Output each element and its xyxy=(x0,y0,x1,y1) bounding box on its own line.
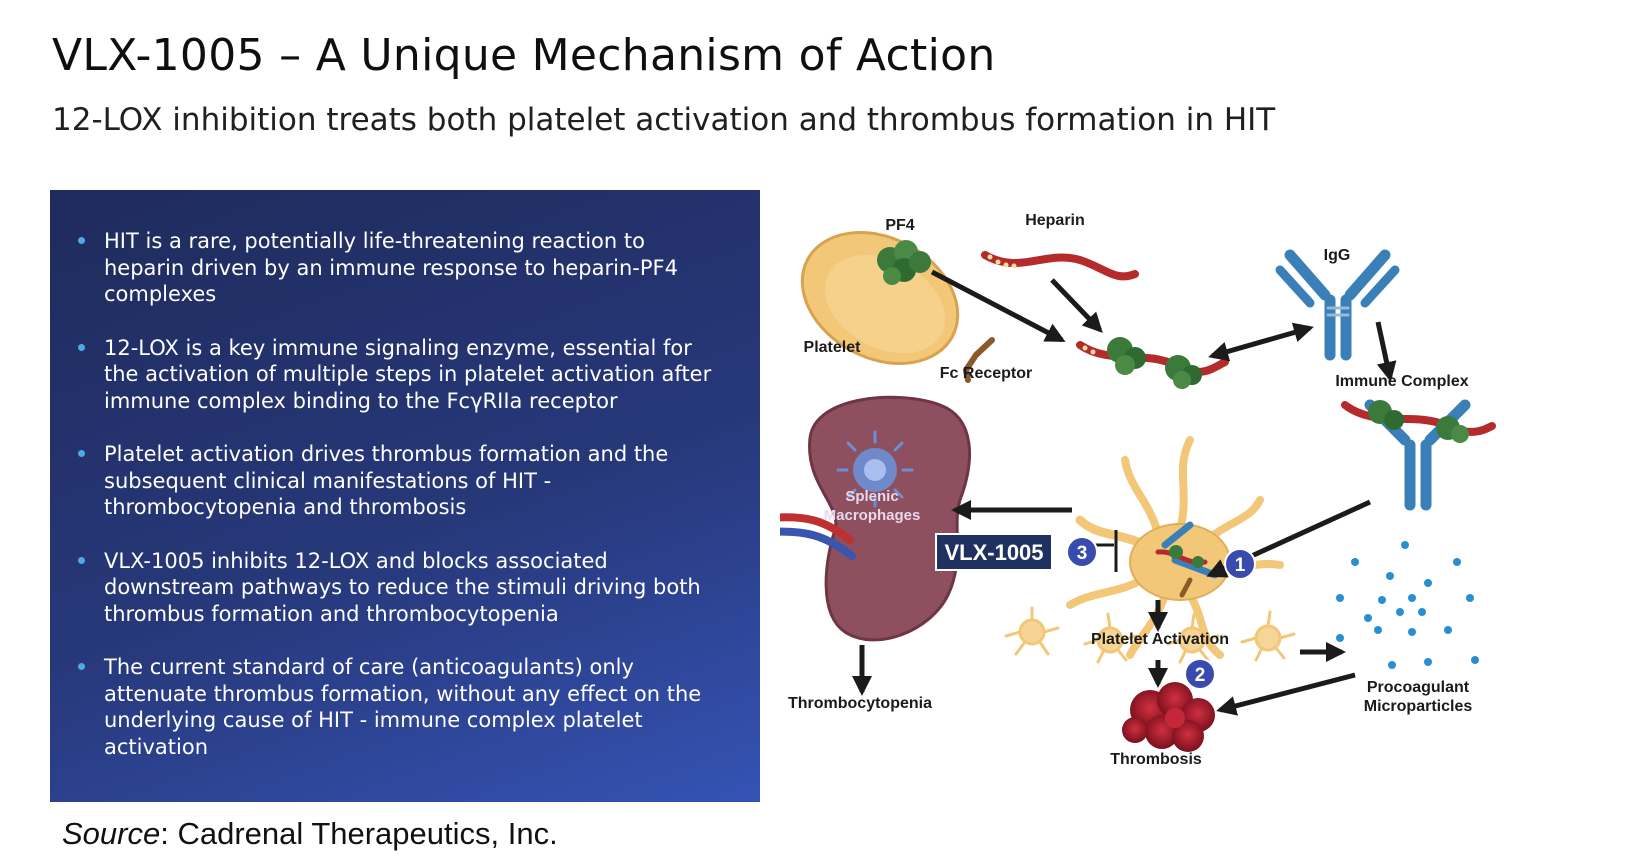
source-note: Source: Cadrenal Therapeutics, Inc. xyxy=(62,816,558,852)
source-label: Source xyxy=(62,816,161,851)
label-thrombosis: Thrombosis xyxy=(1110,751,1202,768)
bullet-dot-icon xyxy=(78,663,85,670)
label-heparin: Heparin xyxy=(1025,212,1085,229)
step-badge-2: 2 xyxy=(1184,658,1216,690)
heparin-chain-icon xyxy=(981,251,1139,281)
label-microparticles: Microparticles xyxy=(1364,698,1473,715)
mechanism-diagram: VLX-1005 1 2 3 PF4 Heparin IgG Platelet … xyxy=(780,212,1496,768)
activated-platelets-row xyxy=(1004,606,1296,664)
page-subtitle: 12-LOX inhibition treats both platelet a… xyxy=(52,102,1276,138)
step-number: 1 xyxy=(1235,555,1246,576)
arrow-pf4-to-complex xyxy=(930,269,1066,343)
key-point: VLX-1005 inhibits 12-LOX and blocks asso… xyxy=(78,548,726,628)
step-badge-1: 1 xyxy=(1224,548,1256,580)
vlx-1005-text: VLX-1005 xyxy=(944,540,1043,565)
label-splenic: Splenic xyxy=(845,488,898,505)
label-thrombocytopenia: Thrombocytopenia xyxy=(788,695,932,712)
label-macrophages: Macrophages xyxy=(824,507,921,524)
label-pf4: PF4 xyxy=(885,217,914,234)
fc-receptor-icon xyxy=(962,337,995,383)
arrow-microparticles-to-thrombosis xyxy=(1216,672,1356,716)
step-number: 2 xyxy=(1195,665,1206,686)
bullet-dot-icon xyxy=(78,237,85,244)
bullet-dot-icon xyxy=(78,556,85,564)
key-point: HIT is a rare, potentially life-threaten… xyxy=(78,228,726,308)
immune-complex-icon xyxy=(1341,399,1496,511)
label-fc-receptor: Fc Receptor xyxy=(940,365,1032,382)
key-point: Platelet activation drives thrombus form… xyxy=(78,441,726,521)
arrow-complex-igg-binding xyxy=(1208,322,1314,362)
igg-antibody-icon xyxy=(1275,249,1400,361)
key-point-text: 12-LOX is a key immune signaling enzyme,… xyxy=(104,335,712,413)
key-point-text: HIT is a rare, potentially life-threaten… xyxy=(104,229,678,306)
heparin-pf4-complex-icon xyxy=(1076,337,1229,389)
bullet-dot-icon xyxy=(78,343,85,351)
splenic-macrophage-icon xyxy=(836,430,914,508)
key-points-list: HIT is a rare, potentially life-threaten… xyxy=(78,228,726,760)
small-platelet-icon xyxy=(1240,610,1296,662)
small-platelet-icon xyxy=(1166,612,1220,664)
bullet-dot-icon xyxy=(78,450,85,457)
vlx-1005-label: VLX-1005 xyxy=(935,533,1053,571)
small-platelet-icon xyxy=(1004,606,1060,656)
arrow-igg-to-immune-complex xyxy=(1375,321,1397,382)
step-number: 3 xyxy=(1077,543,1088,564)
pf4-cluster-icon xyxy=(877,240,931,285)
platelet-illustration xyxy=(800,231,960,365)
label-platelet-activation: Platelet Activation xyxy=(1091,631,1229,648)
key-point-text: VLX-1005 inhibits 12-LOX and blocks asso… xyxy=(104,548,701,626)
source-text: : Cadrenal Therapeutics, Inc. xyxy=(160,816,558,851)
key-point: The current standard of care (anticoagul… xyxy=(78,654,726,760)
thrombus-illustration xyxy=(1122,682,1215,752)
label-platelet: Platelet xyxy=(804,339,862,356)
key-points-panel: HIT is a rare, potentially life-threaten… xyxy=(50,190,760,802)
key-point-text: Platelet activation drives thrombus form… xyxy=(104,442,669,519)
small-platelet-icon xyxy=(1083,612,1138,664)
arrow-heparin-to-complex xyxy=(1050,278,1103,333)
label-procoagulant: Procoagulant xyxy=(1367,679,1470,696)
pathway-arrows xyxy=(852,269,1397,716)
step-badge-3: 3 xyxy=(1066,536,1098,568)
key-point: 12-LOX is a key immune signaling enzyme,… xyxy=(78,335,726,415)
key-point-text: The current standard of care (anticoagul… xyxy=(104,655,702,759)
label-igg: IgG xyxy=(1324,247,1351,264)
label-immune-complex: Immune Complex xyxy=(1335,373,1468,390)
page-title: VLX-1005 – A Unique Mechanism of Action xyxy=(52,30,996,81)
microparticles-cluster xyxy=(1336,541,1479,669)
spleen-illustration xyxy=(780,395,971,642)
